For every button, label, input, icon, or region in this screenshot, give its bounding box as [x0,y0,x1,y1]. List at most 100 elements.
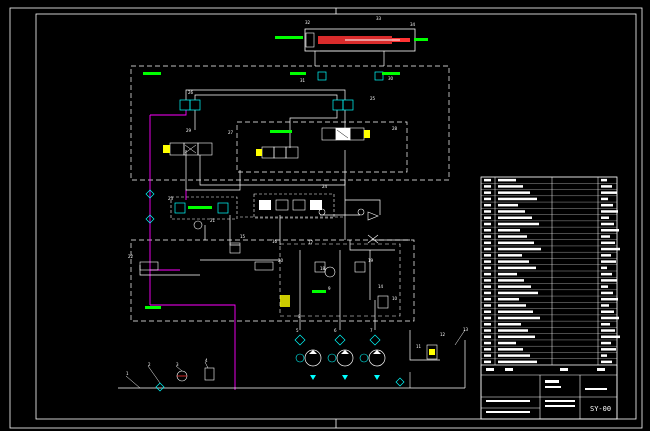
part-number-34: 34 [410,22,416,27]
part-number-19: 19 [368,258,374,263]
bom-row-text-mark [498,360,537,364]
bom-row-spec-mark [601,335,620,339]
check-valves [174,71,384,214]
part-number-2: 2 [148,362,151,367]
part-number-4: 4 [205,358,208,363]
bom-row-spec-mark [601,247,620,251]
bom-row-index-mark [484,178,491,182]
middle-valve-box [253,193,335,219]
part-number-21: 21 [210,218,216,223]
part-number-15: 15 [240,234,246,239]
bom-row-index-mark [484,329,491,332]
bom-row-index-mark [484,247,491,251]
bom-row-spec-mark [601,197,608,201]
bom-row-text-mark [498,272,517,276]
bom-row-index-mark [484,304,491,307]
bom-row-index-mark [484,203,491,207]
bom-row-spec-mark [601,203,613,207]
bom-row-index-mark [484,291,491,295]
bom-row-spec-mark [601,304,609,307]
bom-row-text-mark [498,348,523,351]
bom-row-spec-mark [601,272,612,276]
bom-row-spec-mark [601,285,608,288]
bom-row-index-mark [484,279,491,282]
bom-row-text-mark [498,210,525,213]
bom-row-spec-mark [601,310,614,313]
bom-row-spec-mark [601,222,614,226]
bom-row-spec-mark [601,260,616,263]
bom-row-spec-mark [601,216,609,219]
part-number-26: 26 [188,90,194,95]
component-label-marks [143,36,428,309]
part-number-1: 1 [126,371,129,376]
bom-row-spec-mark [601,185,612,188]
directional-valve-middle [256,146,299,159]
part-number-5: 5 [296,328,299,333]
bom-row-index-mark [484,210,491,213]
bom-row-spec-mark [601,178,607,182]
bom-row-text-mark [498,216,532,219]
bom-row-text-mark [498,304,526,307]
bom-row-spec-mark [601,297,618,301]
bom-row-index-mark [484,260,491,263]
bom-row-spec-mark [601,360,612,364]
bom-row-index-mark [484,235,491,238]
directional-valve-subframe [236,121,408,173]
part-number-31: 31 [300,78,306,83]
bom-row-text-mark [498,316,540,320]
bom-row-text-mark [498,197,537,201]
part-number-32: 32 [305,20,311,25]
hydraulic-cylinder [304,28,416,66]
bom-row-spec-mark [601,354,607,357]
pressure-valve-box [170,196,238,220]
bom-row-index-mark [484,241,491,245]
bom-row-spec-mark [601,329,615,332]
bom-row-text-mark [498,247,541,251]
pump-group [295,349,386,380]
bom-row-text-mark [498,235,527,238]
part-number-25: 25 [370,96,376,101]
cylinder-cap-left [305,32,315,48]
relief-valves [139,242,389,309]
bom-row-spec-mark [601,254,611,257]
bom-row-text-mark [498,297,519,301]
bom-row-index-mark [484,285,491,288]
part-number-8: 8 [298,314,301,319]
bom-row-spec-mark [601,229,619,232]
bom-row-index-mark [484,216,491,219]
bom-row-text-mark [498,341,516,345]
title-block: SY-00 [480,176,620,420]
directional-valve-left [163,142,213,156]
part-number-12: 12 [440,332,446,337]
bom-row-text-mark [498,229,520,232]
bom-row-spec-mark [601,323,610,326]
bom-row-text-mark [498,185,523,188]
bom-row-index-mark [484,254,491,257]
bom-row-index-mark [484,229,491,232]
manifold-enclosure [130,239,415,322]
bom-row-index-mark [484,222,491,226]
pressure-lines [118,89,466,389]
part-number-33: 33 [376,16,382,21]
proportional-valve-bank [259,199,379,244]
bom-row-text-mark [498,323,521,326]
bom-row-spec-mark [601,210,618,213]
tank-accessories [176,344,438,388]
part-number-27: 27 [228,130,234,135]
bom-row-spec-mark [601,316,619,320]
part-number-18: 18 [320,266,326,271]
bom-row-index-mark [484,266,491,270]
bom-row-text-mark [498,191,530,194]
part-number-3: 3 [176,362,179,367]
part-number-6: 6 [334,328,337,333]
bom-row-index-mark [484,272,491,276]
pilot-lines [149,110,236,390]
bom-row-spec-mark [601,241,615,245]
drawing-number: SY-00 [590,405,611,413]
bom-row-index-mark [484,348,491,351]
bom-row-index-mark [484,310,491,313]
part-number-28: 28 [392,126,398,131]
bom-row-index-mark [484,297,491,301]
part-number-22: 22 [128,254,134,259]
